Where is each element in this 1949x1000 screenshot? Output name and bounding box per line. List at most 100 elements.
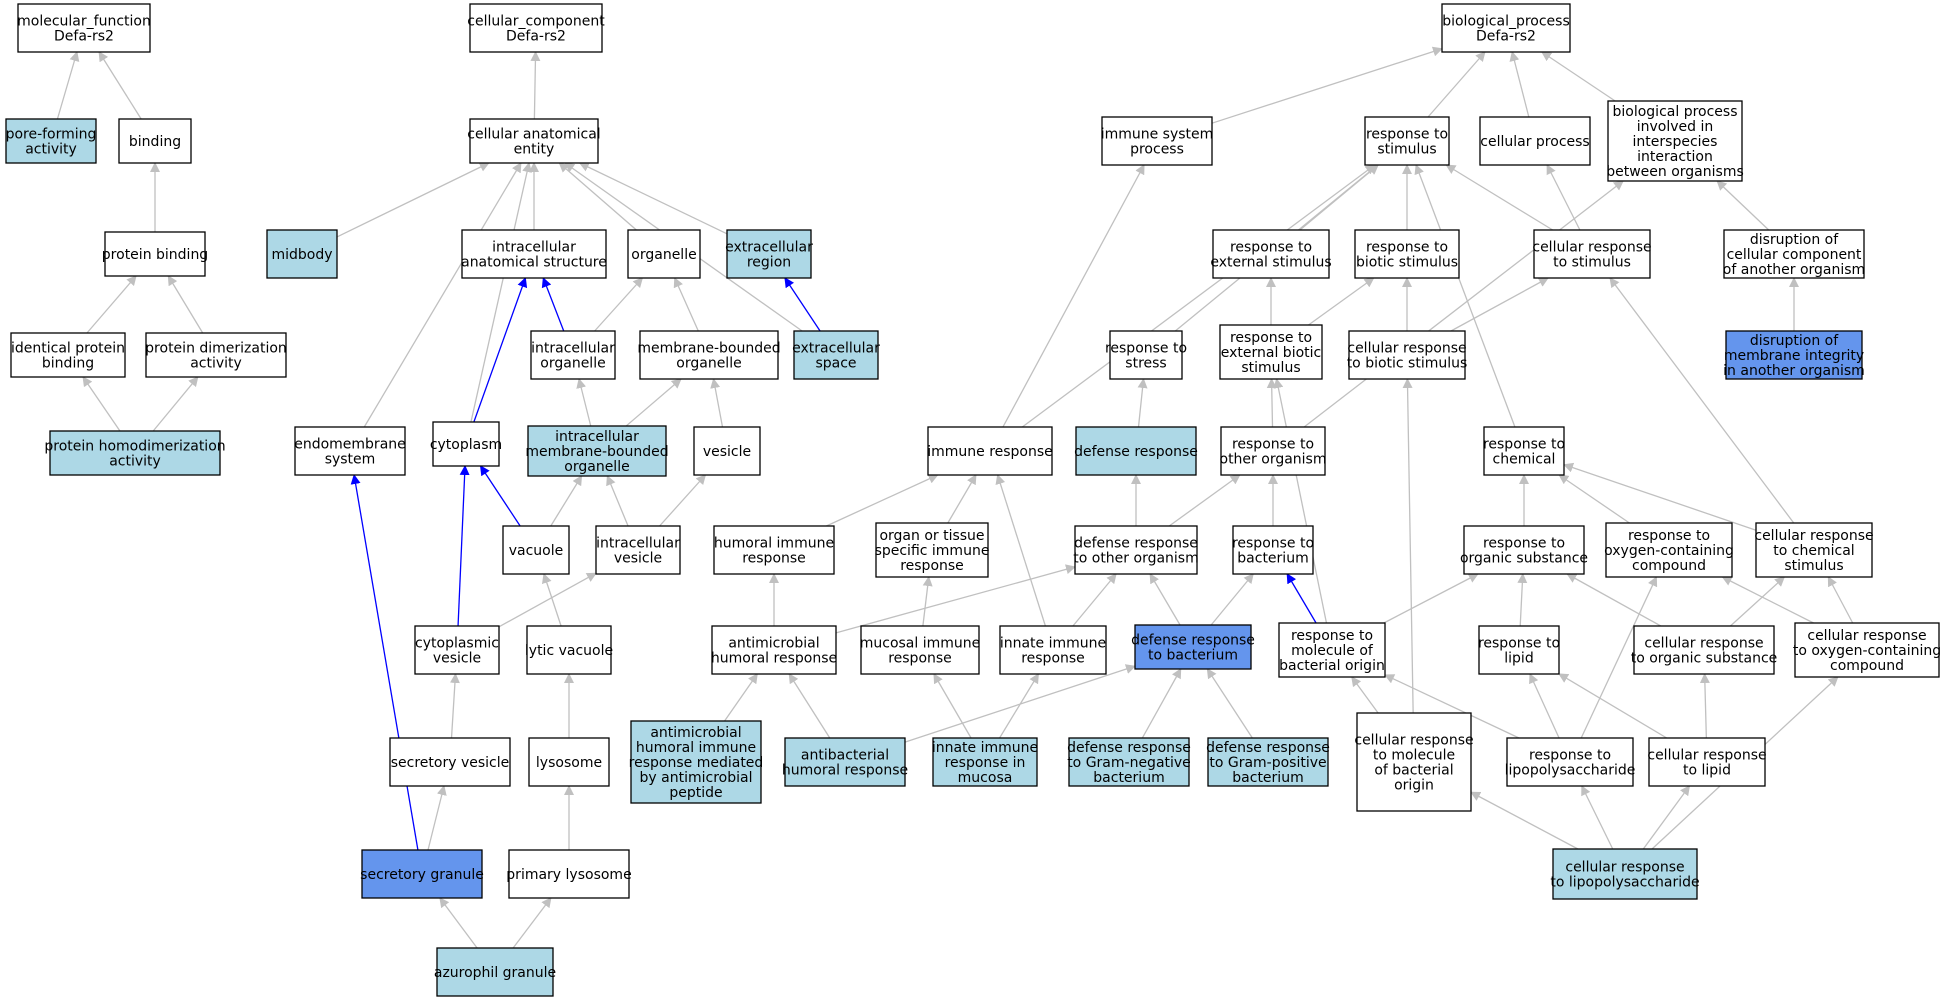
edge-pore_forming-to-mf_root xyxy=(56,51,80,120)
node-protein-binding[interactable]: protein binding xyxy=(102,231,208,277)
edge-midbody-to-cellular_anatomical_entity xyxy=(336,162,490,238)
node-box xyxy=(118,118,192,164)
node-secretory-vesicle[interactable]: secretory vesicle xyxy=(389,737,511,787)
node-label-line: to stimulus xyxy=(1553,255,1631,271)
node-immune-response[interactable]: immune response xyxy=(927,426,1053,476)
edge-response_to_other_organism-to-response_to_external_biotic_stimulus xyxy=(1266,378,1277,428)
node-box xyxy=(595,525,681,575)
edge-response_to_oxygen_containing_compound-to-response_to_chemical xyxy=(1558,474,1630,524)
node-label-line: Defa-rs2 xyxy=(506,29,566,45)
node-box xyxy=(1278,622,1386,678)
node-defense-response[interactable]: defense response xyxy=(1074,426,1198,476)
edge-antimicrobial_humoral_immune_response_peptide-to-antimicrobial_humoral_response xyxy=(724,673,758,722)
node-label-line: to chemical xyxy=(1773,543,1854,559)
node-lytic-vacuole[interactable]: lytic vacuole xyxy=(525,625,613,675)
node-label-line: cellular component xyxy=(1727,247,1862,263)
node-label-line: cellular process xyxy=(1480,134,1589,150)
node-label-line: bacterium xyxy=(1232,770,1303,786)
node-box xyxy=(711,625,837,675)
node-box xyxy=(927,426,1053,476)
node-lysosome[interactable]: lysosome xyxy=(528,737,610,787)
node-label-line: innate immune xyxy=(932,740,1038,756)
node-midbody[interactable]: midbody xyxy=(266,229,338,279)
node-label-line: protein dimerization xyxy=(145,341,287,357)
node-vesicle[interactable]: vesicle xyxy=(693,426,761,476)
node-label-line: to oxygen-containing xyxy=(1793,643,1941,659)
node-cytoplasm[interactable]: cytoplasm xyxy=(430,421,502,467)
node-vacuole[interactable]: vacuole xyxy=(502,525,570,575)
node-label-line: humoral immune xyxy=(714,536,834,552)
edge-cytoplasmic_vesicle-to-cytoplasm xyxy=(457,465,470,627)
node-secretory-granule[interactable]: secretory granule xyxy=(360,849,484,899)
node-box xyxy=(294,426,406,476)
node-box xyxy=(630,720,762,804)
node-organelle[interactable]: organelle xyxy=(627,229,701,279)
node-box xyxy=(1479,116,1591,166)
edge-defense_response_gram_positive-to-defense_response_to_bacterium xyxy=(1206,668,1253,739)
node-label-line: disruption of xyxy=(1750,333,1839,349)
node-binding[interactable]: binding xyxy=(118,118,192,164)
node-label-line: vesicle xyxy=(433,651,481,667)
node-azurophil-granule[interactable]: azurophil granule xyxy=(434,947,556,997)
node-cellular-process[interactable]: cellular process xyxy=(1479,116,1591,166)
node-box xyxy=(1220,426,1326,476)
edge-cellular_response_to_biotic_stimulus-to-cellular_response_to_stimulus xyxy=(1450,277,1549,332)
node-primary-lysosome[interactable]: primary lysosome xyxy=(506,849,632,899)
node-label-line: extracellular xyxy=(725,240,813,256)
